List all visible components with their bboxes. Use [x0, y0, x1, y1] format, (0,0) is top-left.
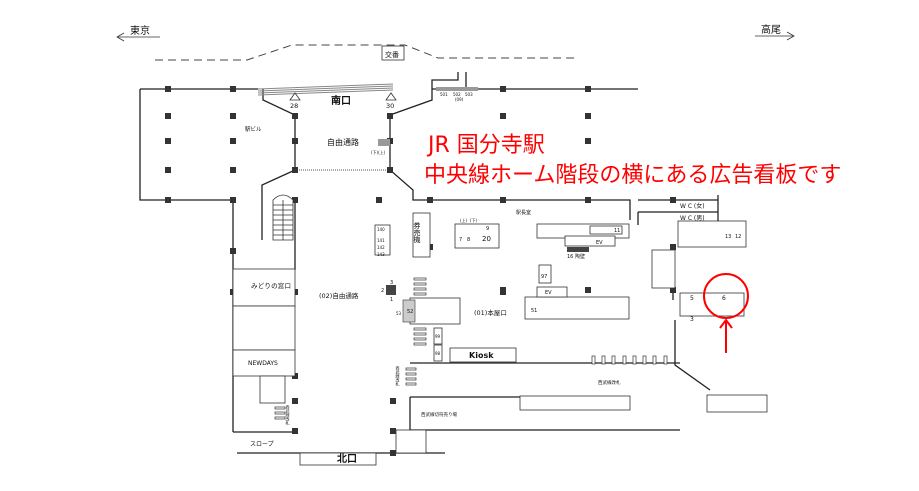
ticket-machine-label: 券売機 — [413, 221, 421, 244]
newdays-label: NEWDAYS — [248, 360, 278, 367]
arrow-up-icon — [719, 318, 733, 353]
svg-text:52: 52 — [407, 309, 413, 315]
direction-takao: 高尾 — [755, 23, 795, 41]
svg-text:陶壁: 陶壁 — [575, 253, 585, 260]
kiosk-box — [449, 347, 517, 363]
shop-blank — [232, 305, 296, 351]
north-exit-label: 北口 — [337, 452, 357, 465]
free-passage-02-label: (02)自由通路 — [319, 291, 359, 300]
seibu-gate-label: 西武線改札 — [598, 379, 621, 386]
svg-text:5: 5 — [690, 295, 694, 302]
main-exit-01-label: (01)本屋口 — [474, 308, 507, 317]
svg-text:501: 501 — [440, 92, 448, 97]
svg-text:12: 12 — [735, 234, 741, 240]
svg-text:16: 16 — [567, 254, 573, 260]
svg-text:28: 28 — [290, 102, 298, 110]
annotation-description: 中央線ホーム階段の横にある広告看板です — [424, 163, 842, 188]
svg-text:30: 30 — [386, 102, 394, 110]
ticket-machine — [412, 212, 431, 258]
svg-text:9: 9 — [486, 226, 489, 232]
newdays-shop — [232, 349, 296, 377]
svg-text:(下)(上): (下)(上) — [371, 149, 386, 155]
svg-text:西武線改札: 西武線改札 — [396, 366, 401, 387]
midori-label: みどりの窓口 — [251, 281, 291, 290]
station-master-label: 駅長室 — [516, 209, 531, 216]
gate-bars — [274, 277, 668, 420]
stair-30: 30 — [385, 92, 397, 110]
midori-window — [232, 268, 296, 307]
svg-text:(下): (下) — [470, 218, 478, 223]
svg-text:20: 20 — [482, 235, 491, 243]
svg-text:高尾: 高尾 — [761, 23, 781, 36]
stair-28: 28 — [289, 92, 301, 110]
svg-text:502: 502 — [453, 92, 461, 97]
wc-female-label: W C (女) — [680, 202, 705, 210]
svg-text:(09): (09) — [455, 97, 464, 102]
svg-text:142: 142 — [377, 245, 385, 250]
svg-text:8: 8 — [467, 237, 470, 243]
svg-text:EV: EV — [596, 240, 603, 246]
koban-box — [381, 45, 405, 61]
gate-stairs-52 — [409, 297, 461, 325]
svg-text:141: 141 — [377, 238, 385, 243]
dashed-boundary — [155, 44, 575, 61]
svg-text:503: 503 — [465, 92, 473, 97]
koban-label: 交番 — [385, 50, 399, 59]
wc-male-label: W C (男) — [680, 215, 705, 222]
south-stairs — [257, 83, 478, 96]
svg-text:2: 2 — [381, 288, 384, 294]
direction-tokyo: 東京 — [116, 24, 160, 42]
seibu-tickets-label: 西武線切符売り場 — [421, 411, 457, 418]
station-building-stairs — [272, 194, 294, 241]
walls — [139, 72, 719, 454]
svg-text:3: 3 — [690, 316, 694, 323]
slope-label: スロープ — [250, 441, 274, 448]
svg-text:140: 140 — [377, 227, 385, 232]
svg-text:(上): (上) — [460, 217, 468, 223]
svg-text:143: 143 — [377, 252, 385, 257]
svg-text:11: 11 — [614, 228, 620, 234]
annotation-title: JR 国分寺駅 — [428, 133, 545, 158]
svg-text:97: 97 — [541, 274, 547, 280]
highlight-circle — [703, 273, 749, 319]
station-building-label: 駅ビル — [245, 125, 262, 133]
svg-text:51: 51 — [531, 308, 537, 314]
free-passage-label: 自由通路 — [327, 137, 359, 147]
small-room — [259, 375, 286, 404]
svg-text:3: 3 — [390, 280, 393, 286]
svg-text:98: 98 — [435, 351, 441, 356]
svg-text:1: 1 — [390, 297, 393, 303]
svg-text:13: 13 — [725, 234, 731, 240]
svg-text:6: 6 — [722, 295, 726, 302]
svg-text:西武線改札: 西武線改札 — [286, 405, 291, 426]
svg-text:53: 53 — [396, 311, 402, 316]
svg-text:7: 7 — [459, 237, 462, 243]
kiosk-label: Kiosk — [469, 351, 494, 360]
platform-stairs — [299, 220, 768, 466]
svg-text:99: 99 — [435, 334, 441, 339]
svg-text:東京: 東京 — [130, 24, 150, 37]
svg-text:EV: EV — [545, 290, 552, 296]
south-exit-label: 南口 — [331, 94, 351, 107]
